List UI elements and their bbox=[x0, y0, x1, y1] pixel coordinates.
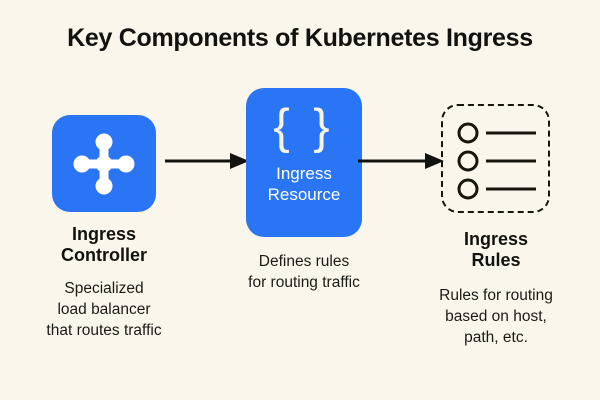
page-title: Key Components of Kubernetes Ingress bbox=[67, 24, 533, 52]
arrow-resource-to-rules bbox=[358, 153, 444, 169]
label-ingress-controller-body: Specialized load balancer that routes tr… bbox=[46, 280, 162, 339]
curly-braces-icon: { } bbox=[273, 100, 335, 154]
bullet-list-icon bbox=[457, 122, 536, 200]
hub-nodes-icon bbox=[73, 133, 135, 194]
label-ingress-resource-body: Defines rules for routing traffic bbox=[248, 253, 360, 291]
arrow-controller-to-resource bbox=[165, 153, 249, 169]
node-ingress-controller bbox=[52, 115, 156, 212]
label-ingress-controller-heading: Ingress Controller bbox=[60, 224, 147, 265]
label-ingress-rules-heading: Ingress Rules bbox=[463, 229, 529, 270]
node-ingress-rules bbox=[441, 104, 550, 213]
label-ingress-rules-body: Rules for routing based on host, path, e… bbox=[439, 287, 553, 346]
label-ingress-resource-inner: Ingress Resource bbox=[267, 164, 341, 204]
node-ingress-resource: { } Ingress Resource bbox=[246, 88, 362, 237]
